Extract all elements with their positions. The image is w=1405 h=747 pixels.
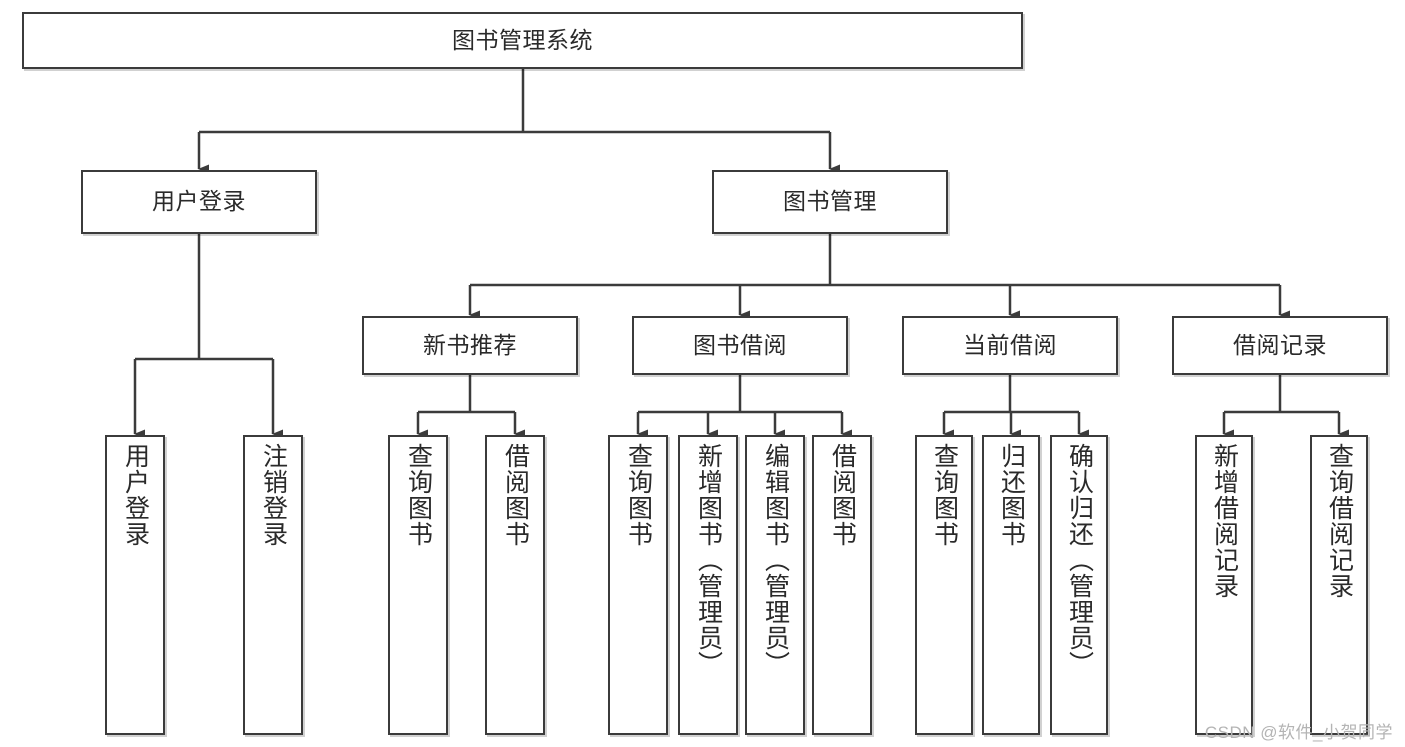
node-label: 新增借阅记录 [1210,443,1239,599]
node-label: 图书管理 [783,188,877,215]
node-label: 新增图书（管理员） [694,443,723,677]
node-leaf-rec-query-record: 查询借阅记录 [1310,435,1368,735]
node-label: 图书借阅 [693,331,787,358]
node-label: 借阅记录 [1233,331,1327,358]
edge-paths [133,69,1349,439]
node-book-borrow: 图书借阅 [632,316,848,375]
node-label: 确认归还（管理员） [1065,443,1094,677]
node-leaf-borrow-add-book: 新增图书（管理员） [678,435,738,735]
node-leaf-user-logout: 注销登录 [243,435,303,735]
node-label: 查询借阅记录 [1325,443,1354,599]
node-book-manage: 图书管理 [712,170,948,234]
node-leaf-user-login: 用户登录 [105,435,165,735]
node-new-book-recommend: 新书推荐 [362,316,578,375]
node-label: 查询图书 [930,443,959,547]
node-label: 查询图书 [624,443,653,547]
node-borrow-record: 借阅记录 [1172,316,1388,375]
node-leaf-rec-add-record: 新增借阅记录 [1195,435,1253,735]
node-label: 借阅图书 [501,443,530,547]
node-leaf-borrow-borrow-book: 借阅图书 [812,435,872,735]
watermark: CSDN @软件_小贺同学 [1204,723,1393,742]
node-leaf-rec-query-book: 查询图书 [388,435,448,735]
node-label: 借阅图书 [828,443,857,547]
node-label: 编辑图书（管理员） [761,443,790,677]
node-leaf-borrow-edit-book: 编辑图书（管理员） [745,435,805,735]
node-leaf-cur-query-book: 查询图书 [915,435,973,735]
node-leaf-borrow-query-book: 查询图书 [608,435,668,735]
node-label: 用户登录 [152,188,246,215]
node-label: 图书管理系统 [452,26,593,53]
node-label: 注销登录 [259,443,288,547]
node-label: 归还图书 [997,443,1026,547]
node-current-borrow: 当前借阅 [902,316,1118,375]
node-label: 用户登录 [121,443,150,547]
node-root: 图书管理系统 [22,12,1023,69]
node-user-login: 用户登录 [81,170,317,234]
node-leaf-cur-return-book: 归还图书 [982,435,1040,735]
node-leaf-rec-borrow-book: 借阅图书 [485,435,545,735]
node-leaf-cur-confirm-return: 确认归还（管理员） [1050,435,1108,735]
node-label: 当前借阅 [963,331,1057,358]
node-label: 新书推荐 [423,331,517,358]
node-label: 查询图书 [404,443,433,547]
